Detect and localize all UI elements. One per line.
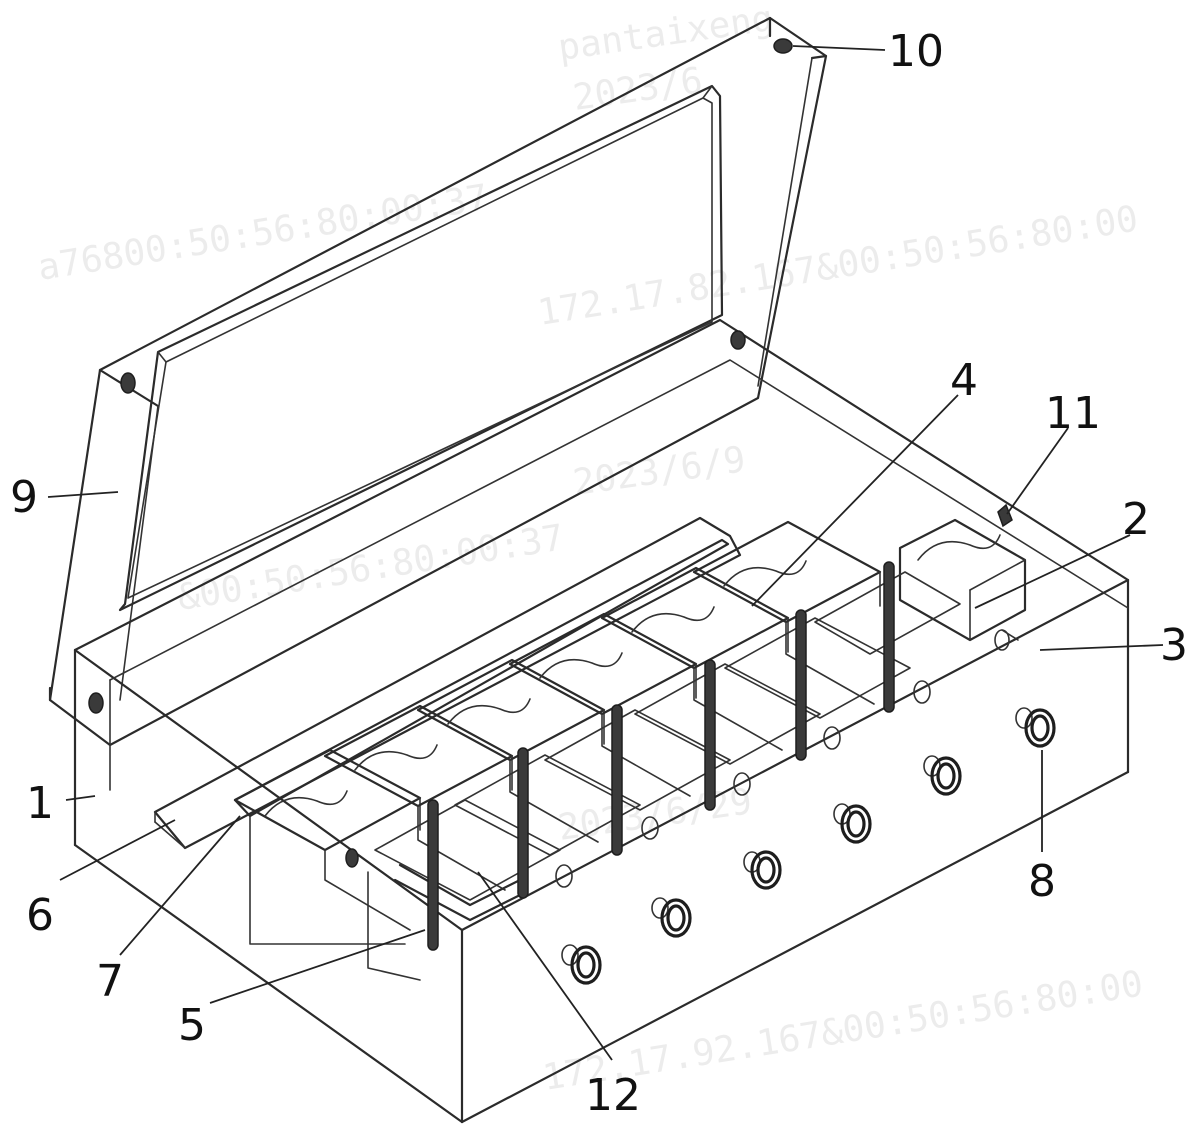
lid — [48, 16, 828, 747]
label-10: 10 — [888, 26, 944, 77]
holders — [233, 518, 1027, 931]
label-7: 7 — [96, 956, 124, 1007]
holder-front-right — [898, 518, 1027, 642]
knob — [561, 944, 602, 985]
watermark-text: 2023/6/9 — [571, 439, 748, 504]
knob — [651, 897, 692, 938]
label-4: 4 — [950, 355, 978, 406]
label-3: 3 — [1160, 620, 1188, 671]
knob — [1015, 707, 1056, 748]
leader-lines — [47, 45, 1164, 1061]
reference-numerals: 10 9 4 11 2 3 8 1 6 7 5 12 — [10, 26, 1188, 1121]
label-11: 11 — [1045, 388, 1101, 439]
watermark-text: 2023/6 — [571, 60, 705, 119]
pins — [345, 629, 1019, 888]
holder — [508, 612, 698, 797]
label-2: 2 — [1122, 494, 1150, 545]
watermark: pantaixeng 2023/6 a76800:50:56:80:00:37 … — [35, 0, 1146, 1099]
label-9: 9 — [10, 472, 38, 523]
watermark-text: 172.17.82.167&00:50:56:80:00 — [535, 198, 1141, 333]
holder — [233, 748, 422, 931]
front-knobs — [561, 707, 1056, 985]
label-6: 6 — [26, 890, 54, 941]
separator-plates — [374, 571, 961, 922]
knob — [833, 803, 872, 844]
label-5: 5 — [178, 1000, 206, 1051]
watermark-text: a76800:50:56:80:00:37 — [35, 177, 491, 289]
label-12: 12 — [585, 1070, 641, 1121]
vertical-rods — [427, 561, 895, 951]
label-8: 8 — [1028, 856, 1056, 907]
label-1: 1 — [26, 778, 54, 829]
knob — [743, 850, 782, 890]
holder — [600, 566, 790, 751]
inner-tray — [153, 516, 742, 981]
knob — [923, 755, 962, 796]
watermark-text: pantaixeng — [556, 0, 776, 69]
box-body — [73, 318, 1130, 1124]
holder — [692, 520, 882, 705]
